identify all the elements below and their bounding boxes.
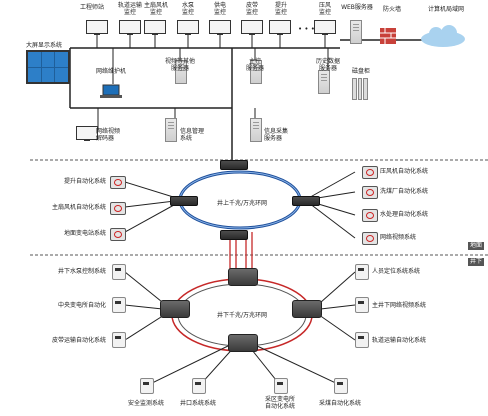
upper-left-item-1: 提升自动化系统 xyxy=(63,178,106,185)
system-pc-icon xyxy=(362,209,378,222)
label-rail-monitor: 轨道运输 监控 xyxy=(117,2,143,16)
label-disk-array: 磁盘柜 xyxy=(352,68,371,75)
label-fan-monitor: 主扇风机 监控 xyxy=(143,2,169,16)
upper-left-item-3: 地面变电站系统 xyxy=(63,230,106,237)
ring-router-right xyxy=(292,300,322,318)
lower-left-item-2: 中央变电所自动化 xyxy=(57,302,106,309)
upper-left-item-2: 主扇风机自动化系统 xyxy=(51,204,106,211)
field-controller-icon xyxy=(355,332,369,348)
field-controller-icon xyxy=(112,297,126,313)
ring-router-top xyxy=(228,268,258,286)
ellipsis-dots: • • • xyxy=(298,25,315,33)
ring-switch-right xyxy=(292,196,320,206)
big-screen-display xyxy=(26,50,70,84)
lower-right-item-1: 人员定位系统系统 xyxy=(372,268,421,275)
surface-tag: 地面 xyxy=(468,242,485,250)
ring-switch-left xyxy=(170,196,198,206)
label-main-server: 主控 服务器 xyxy=(245,58,265,72)
field-controller-icon xyxy=(355,264,369,280)
field-controller-icon xyxy=(112,264,126,280)
monitor-icon xyxy=(241,20,263,35)
label-belt-monitor: 皮带 监控 xyxy=(245,2,259,16)
upper-right-item-1: 压风机自动化系统 xyxy=(380,168,429,175)
monitor-icon xyxy=(269,20,291,35)
monitor-icon xyxy=(209,20,231,35)
field-controller-icon xyxy=(192,378,206,394)
ring-switch-bottom xyxy=(220,230,248,240)
system-pc-icon xyxy=(362,186,378,199)
ring-router-bottom xyxy=(228,334,258,352)
system-pc-icon xyxy=(110,202,126,215)
label-decoder: 网络视频 解码器 xyxy=(96,128,121,142)
field-controller-icon xyxy=(355,297,369,313)
monitor-icon xyxy=(144,20,166,35)
upper-right-item-3: 水处理自动化系统 xyxy=(380,211,429,218)
label-big-screen: 大屏显示系统 xyxy=(26,42,63,49)
upper-ring-label: 井上千兆/万兆环网 xyxy=(216,200,268,207)
laptop-icon xyxy=(100,84,122,98)
system-pc-icon xyxy=(110,228,126,241)
lower-bottom-item-4: 采煤自动化系统 xyxy=(318,400,362,407)
lower-bottom-item-2: 井口系统系统 xyxy=(179,400,217,407)
label-history-server: 历史数据 服务器 xyxy=(315,58,341,72)
upper-right-item-4: 网络视频系统 xyxy=(380,234,417,241)
label-lan: 计算机局域网 xyxy=(427,6,465,13)
monitor-icon xyxy=(177,20,199,35)
label-compressor-monitor: 压风 监控 xyxy=(318,2,332,16)
lower-ring-label: 井下千兆/万兆环网 xyxy=(216,312,268,319)
label-engineer-station: 工程师站 xyxy=(79,4,105,11)
label-maint-pc: 网络维护机 xyxy=(96,68,127,75)
field-controller-icon xyxy=(112,332,126,348)
label-pump-monitor: 水泵 监控 xyxy=(181,2,195,16)
lower-left-item-1: 井下水泵控制系统 xyxy=(57,268,106,275)
main-server-icon xyxy=(250,60,262,84)
label-firewall: 防火墙 xyxy=(382,6,402,13)
label-power-monitor: 供电 监控 xyxy=(213,2,227,16)
info-mgmt-server-icon xyxy=(165,118,177,142)
field-controller-icon xyxy=(334,378,348,394)
field-controller-icon xyxy=(140,378,154,394)
monitor-icon xyxy=(119,20,141,35)
lower-right-item-3: 轨道运输自动化系统 xyxy=(372,337,427,344)
decoder-monitor-icon xyxy=(76,126,98,141)
web-server-icon xyxy=(350,20,362,44)
monitor-icon xyxy=(314,20,336,35)
upper-right-item-2: 洗煤厂自动化系统 xyxy=(380,188,429,195)
ring-router-left xyxy=(160,300,190,318)
lower-right-item-2: 主井下网络视频系统 xyxy=(372,302,427,309)
firewall-icon xyxy=(380,28,396,44)
info-collect-server-icon xyxy=(250,118,262,142)
ring-switch-top xyxy=(220,160,248,170)
label-info-collect: 信息采集 服务器 xyxy=(264,128,289,142)
history-server-icon xyxy=(318,70,330,94)
system-pc-icon xyxy=(362,232,378,245)
label-web-server: WEB服务器 xyxy=(341,4,373,11)
underground-tag: 井下 xyxy=(468,258,485,266)
label-hoist-monitor: 提升 监控 xyxy=(274,2,288,16)
label-video-server: 视频等其他 服务器 xyxy=(164,58,196,72)
system-pc-icon xyxy=(110,176,126,189)
field-controller-icon xyxy=(274,378,288,394)
lower-left-item-3: 皮带运输自动化系统 xyxy=(51,337,106,344)
video-server-icon xyxy=(175,60,187,84)
monitor-icon xyxy=(86,20,108,35)
cloud-icon xyxy=(421,25,465,47)
lower-bottom-item-1: 安全监测系统 xyxy=(127,400,165,407)
system-pc-icon xyxy=(362,166,378,179)
label-info-mgmt: 信息管理 系统 xyxy=(180,128,205,142)
lower-bottom-item-3: 采区变电所 自动化系统 xyxy=(264,396,296,410)
disk-array-icon xyxy=(352,78,369,100)
